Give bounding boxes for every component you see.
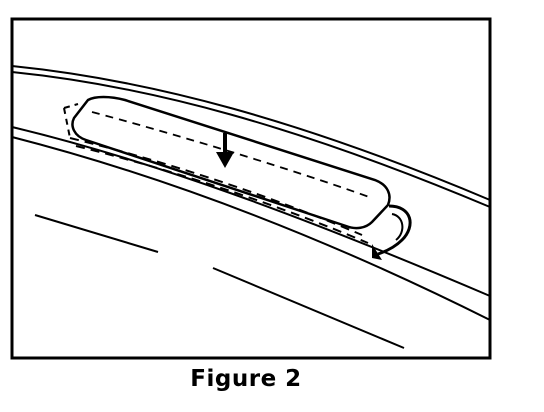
rail-line [11, 126, 491, 297]
part-dashed-outline [63, 103, 79, 139]
part-inner-dashed [91, 111, 373, 199]
figure-frame [10, 17, 492, 360]
part-outline [71, 95, 391, 230]
channel-dashed-line [69, 137, 363, 236]
surface-line [212, 267, 405, 349]
upper-edge-line [11, 65, 491, 201]
down-arrow-icon [216, 133, 234, 168]
rotate-arrow-icon [372, 204, 412, 260]
channel-dashed-line [75, 145, 369, 244]
figure-caption: Figure 2 [190, 366, 302, 392]
rail-line [11, 136, 491, 321]
surface-line [34, 214, 159, 253]
upper-edge-line [11, 71, 491, 208]
